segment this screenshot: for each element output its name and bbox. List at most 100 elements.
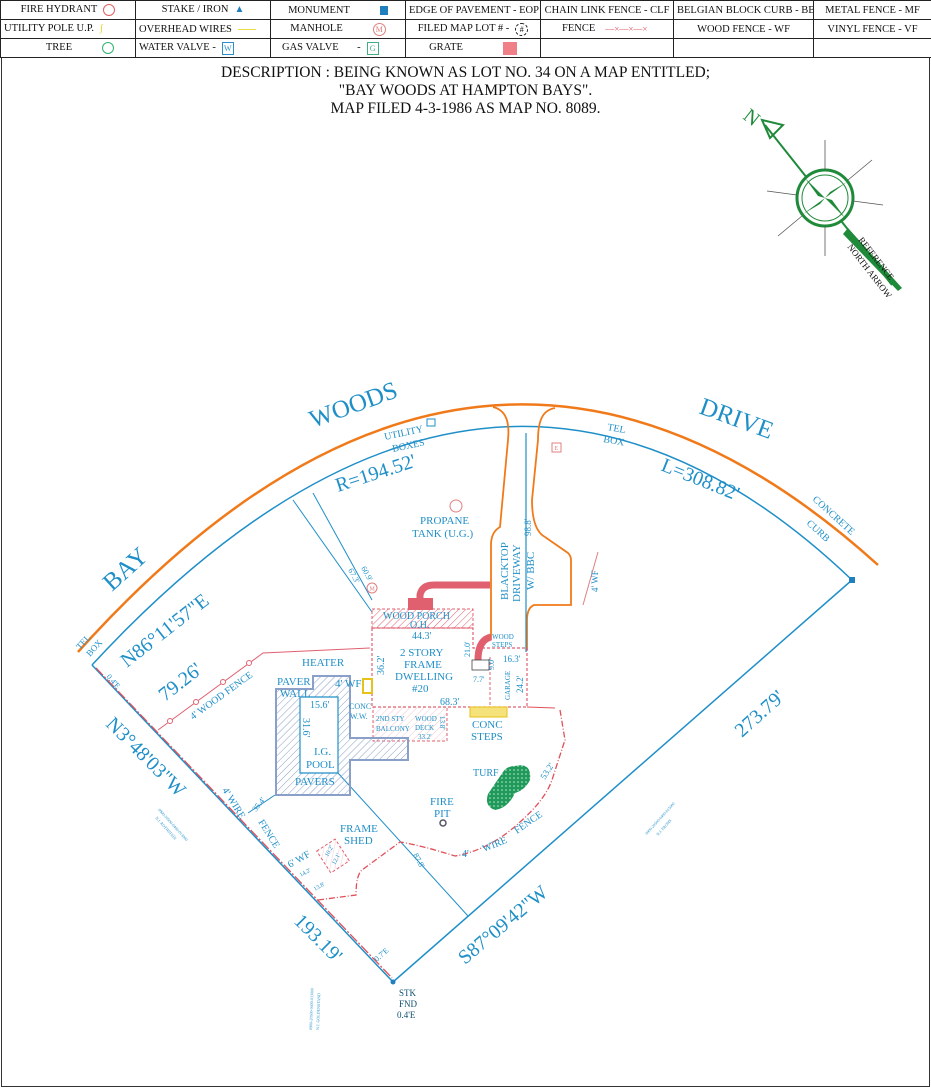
garage-label: GARAGE (504, 671, 512, 700)
wire-fence-west-label: FENCE (255, 818, 281, 851)
west-fence-line (95, 667, 393, 979)
pavers-label: PAVERS (295, 776, 335, 788)
wood-fence-4ft (157, 647, 371, 731)
paver-wall-label: WALL (280, 688, 311, 700)
legend-label: UTILITY POLE U.P. (4, 23, 95, 35)
shed-dim-label: 10.2' (324, 845, 335, 858)
second-story-balcony[interactable] (372, 706, 448, 742)
legend-label: OVERHEAD WIRES (139, 23, 232, 35)
house-side-label: 36.2' (376, 656, 387, 676)
frame-shed[interactable] (316, 838, 350, 874)
offset-sw-label: 0.7'E (372, 946, 390, 964)
driveway-label: DRIVEWAY (511, 544, 523, 602)
legend-gas-valve: GAS VALVE -G (270, 38, 406, 58)
inground-pool[interactable] (299, 696, 339, 774)
dwelling-label: #20 (412, 683, 429, 695)
grate-icon (502, 41, 517, 55)
dim-142-label: 14.2' (299, 868, 312, 879)
radius-label: R=194.52' (333, 450, 419, 497)
property-line-west (91, 664, 394, 983)
dwelling-label: DWELLING (395, 671, 453, 683)
pool-length-label: 31.6' (300, 718, 311, 738)
tree-icon (102, 42, 115, 54)
manhole-icon: M (372, 22, 386, 36)
legend-water-valve: WATER VALVE -W (135, 38, 271, 58)
survey-frame (1, 58, 930, 1087)
fire-pit-label: PIT (434, 808, 451, 820)
chimney-flue (416, 581, 490, 605)
deck-width-label: 13.8' (438, 716, 446, 730)
bearing-west-label: N3°48'03"W (101, 713, 190, 802)
conc-steps-label: STEPS (471, 731, 503, 743)
monument-square-icon (379, 5, 388, 15)
manhole-icon (366, 582, 378, 594)
wood-fence-right-label: 4' WF (590, 570, 600, 592)
chimney-base (408, 598, 433, 610)
manhole-glyph: M (370, 587, 376, 593)
garage-rear-fence (526, 706, 556, 709)
turf-label: TURF (473, 768, 499, 779)
legend-label: MANHOLE (290, 23, 343, 35)
legend-label: WOOD FENCE - WF (697, 23, 790, 35)
legend-label: FIRE HYDRANT (20, 4, 98, 16)
fence-line-icon: —×—×—× (605, 24, 648, 34)
offset-line-354 (247, 794, 276, 814)
electric-box (551, 442, 562, 453)
wire-fence-4ft (317, 709, 566, 901)
utility-pole-icon: ∫ (100, 23, 103, 34)
road-label-drive: DRIVE (696, 393, 777, 444)
wood-steps-landing (471, 659, 490, 671)
conc-steps-label: CONC (472, 719, 503, 731)
dim-354-label: 35.4' (250, 795, 267, 813)
propane-tank (449, 499, 463, 513)
distance-west-label: 193.19' (289, 910, 346, 967)
legend-label: EDGE OF PAVEMENT - EOP (409, 4, 539, 16)
wire-fence-label: WIRE (481, 835, 509, 855)
tax-lot-south: 0900-20500-0400-013000 (308, 988, 314, 1030)
propane-label: TANK (U.G.) (412, 528, 473, 540)
driveway-label: BLACKTOP (499, 542, 511, 600)
dim-21-label: 21.0' (463, 641, 472, 657)
legend-label: STAKE / IRON (161, 4, 229, 16)
description-line: MAP FILED 4-3-1986 AS MAP NO. 8089. (330, 100, 601, 117)
bearing-south-label: S87°09'42"W (454, 881, 552, 968)
dim-138-label: 13.8' (313, 882, 326, 893)
shed-label: SHED (344, 835, 373, 847)
water-valve-icon: W (221, 41, 234, 55)
dim-77-label: 7.7' (473, 675, 485, 684)
legend-table: FIRE HYDRANT STAKE / IRON▲ MONUMENT EDGE… (0, 0, 931, 58)
fire-pit (439, 819, 447, 827)
wood-steps (474, 633, 493, 661)
deck-label: DECK (415, 724, 434, 732)
dwelling-label: 2 STORY (400, 647, 444, 659)
north-arrow-compass: N REFERENCE NORTH ARROW (739, 105, 902, 300)
driveway-left-edge (490, 406, 510, 640)
wood-fence-posts (167, 660, 252, 724)
legend-label: BELGIAN BLOCK CURB - BBC (677, 4, 814, 16)
legend-row: TREE WATER VALVE -W GAS VALVE -G GRATE (0, 38, 931, 58)
overhead-wires-icon (237, 28, 256, 30)
stake-marker (390, 979, 396, 985)
stake-found-label: FND (399, 999, 418, 1009)
deck-length-label: 33.2' (418, 733, 432, 741)
utility-box (426, 418, 436, 427)
shed-label: FRAME (340, 823, 378, 835)
paver-wall-label: PAVER (277, 676, 311, 688)
monument-marker (849, 577, 855, 583)
pool-width-label: 15.6' (310, 700, 330, 711)
wood-steps-label: STEPS (492, 641, 512, 649)
legend-label: TREE (45, 42, 73, 54)
map-labels: BAY WOODS DRIVE R=194.52' L=308.82' UTIL… (74, 377, 857, 1030)
description-line: "BAY WOODS AT HAMPTON BAYS". (338, 82, 593, 99)
legend-label: MONUMENT (288, 4, 350, 16)
legend-label: METAL FENCE - MF (825, 4, 920, 16)
house-front-label: 44.3' (412, 631, 432, 642)
conc-steps (469, 706, 508, 718)
legend-label: GRATE (429, 42, 463, 54)
distance-north-label: 79.26' (155, 659, 207, 706)
conc-ww-label: CONC (349, 702, 371, 711)
fire-pit-label: FIRE (430, 796, 454, 808)
wood-steps-label: WOOD (492, 633, 514, 641)
dwelling-outline[interactable] (371, 627, 528, 708)
